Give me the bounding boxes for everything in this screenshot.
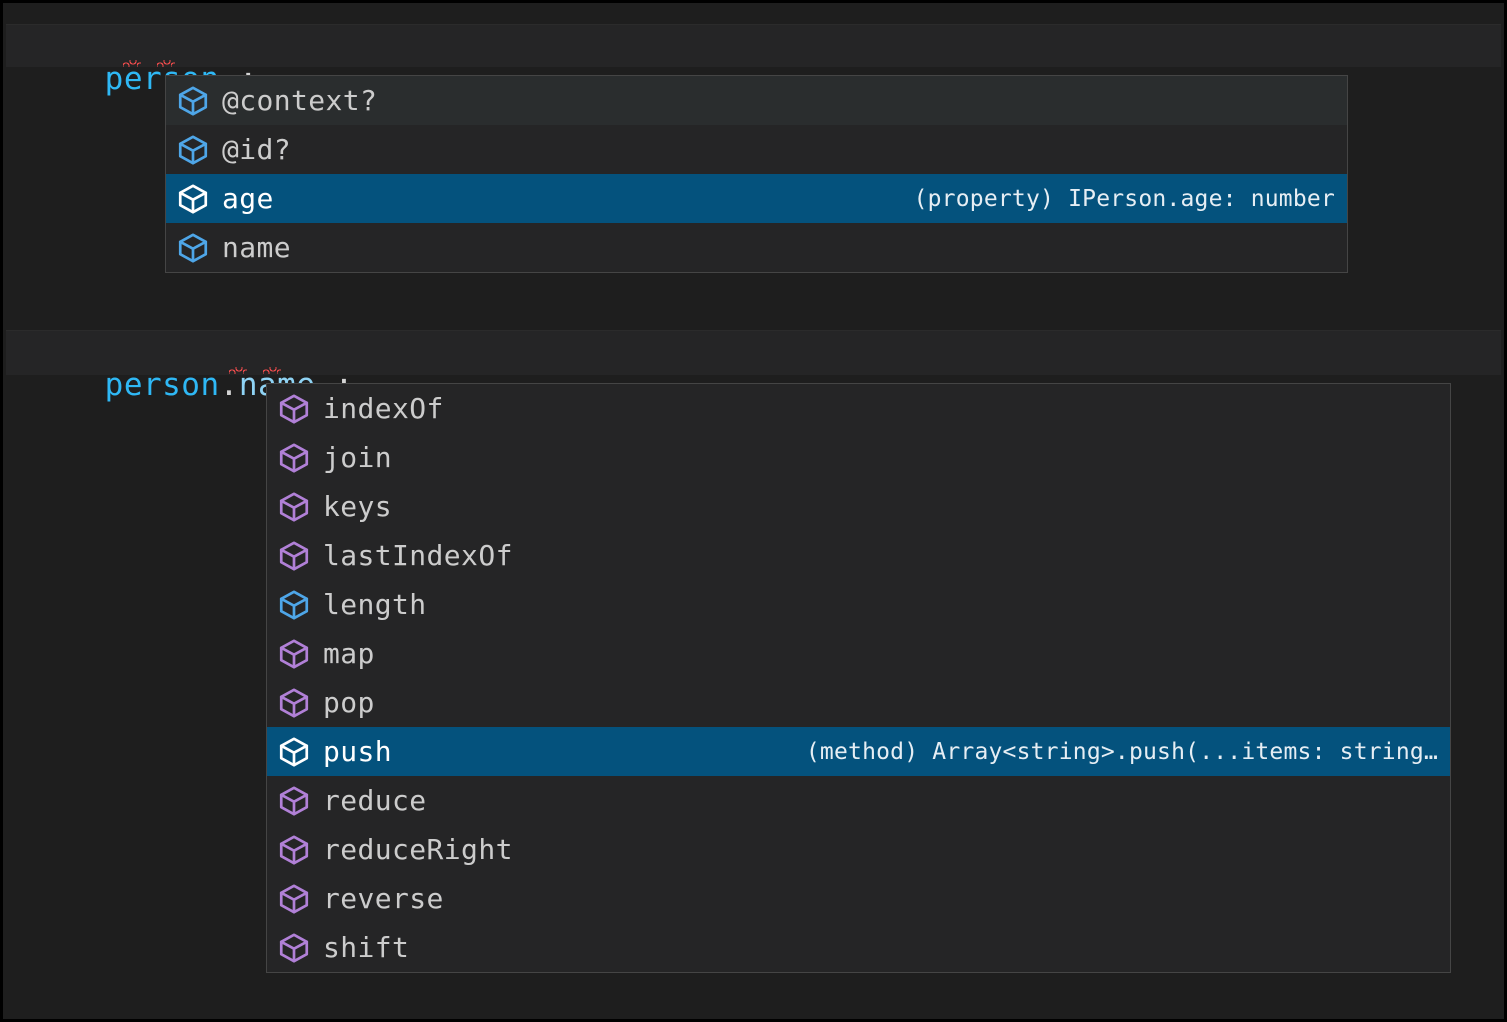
suggestion-item[interactable]: map <box>267 629 1450 678</box>
suggestion-item[interactable]: join <box>267 433 1450 482</box>
method-cube-icon <box>279 540 309 571</box>
suggestion-item[interactable]: keys <box>267 482 1450 531</box>
suggestion-item-label: reduceRight <box>323 832 513 866</box>
suggestion-item-label: pop <box>323 685 375 719</box>
error-squiggle-line2-dot <box>229 367 247 374</box>
suggestion-item-label: push <box>323 734 393 768</box>
method-cube-icon <box>279 638 309 669</box>
suggestion-item[interactable]: length <box>267 580 1450 629</box>
suggestion-item-label: map <box>323 636 375 670</box>
suggestion-item[interactable]: shift <box>267 923 1450 972</box>
suggestion-item[interactable]: @context? <box>166 76 1347 125</box>
suggestion-item[interactable]: reduce <box>267 776 1450 825</box>
suggestion-item[interactable]: age (property) IPerson.age: number <box>166 174 1347 223</box>
method-cube-icon <box>279 932 309 963</box>
property-cube-icon <box>279 589 309 620</box>
suggestion-popup-person[interactable]: @context? @id? age (property) IPerson.age: … <box>165 75 1348 273</box>
error-squiggle-line2-semicolon <box>263 367 281 374</box>
property-cube-icon <box>178 85 208 116</box>
suggestion-item[interactable]: name <box>166 223 1347 272</box>
error-squiggle-line1-semicolon <box>157 60 175 67</box>
method-cube-icon <box>279 736 309 767</box>
suggestion-item[interactable]: @id? <box>166 125 1347 174</box>
method-cube-icon <box>279 442 309 473</box>
suggestion-item[interactable]: reverse <box>267 874 1450 923</box>
suggestion-item-label: shift <box>323 930 410 964</box>
method-cube-icon <box>279 883 309 914</box>
code-band-1 <box>6 25 1501 67</box>
suggestion-item-detail: (method) Array<string>.push(...items: st… <box>805 738 1438 765</box>
method-cube-icon <box>279 687 309 718</box>
suggestion-item[interactable]: pop <box>267 678 1450 727</box>
top-divider <box>6 24 1501 25</box>
suggestion-item[interactable]: reduceRight <box>267 825 1450 874</box>
suggestion-item-label: length <box>323 587 427 621</box>
suggestion-popup-array[interactable]: indexOf join keys lastIndexOf length map pop pu… <box>266 383 1451 973</box>
error-squiggle-line1-dot <box>123 60 141 67</box>
property-cube-icon <box>178 183 208 214</box>
suggestion-item-label: indexOf <box>323 391 444 425</box>
suggestion-item[interactable]: push (method) Array<string>.push(...items… <box>267 727 1450 776</box>
suggestion-item-label: reduce <box>323 783 427 817</box>
suggestion-item-label: lastIndexOf <box>323 538 513 572</box>
suggestion-item[interactable]: indexOf <box>267 384 1450 433</box>
suggestion-item-label: join <box>323 440 393 474</box>
method-cube-icon <box>279 491 309 522</box>
property-cube-icon <box>178 232 208 263</box>
method-cube-icon <box>279 834 309 865</box>
code-token-dot-2a: . <box>219 367 239 403</box>
suggestion-item[interactable]: lastIndexOf <box>267 531 1450 580</box>
suggestion-item-label: age <box>222 181 274 215</box>
suggestion-item-label: keys <box>323 489 393 523</box>
suggestion-item-label: @id? <box>222 132 292 166</box>
method-cube-icon <box>279 785 309 816</box>
suggestion-item-label: name <box>222 230 292 264</box>
method-cube-icon <box>279 393 309 424</box>
mid-divider <box>6 330 1501 331</box>
code-band-2 <box>6 331 1501 375</box>
property-cube-icon <box>178 134 208 165</box>
suggestion-item-label: reverse <box>323 881 444 915</box>
suggestion-item-detail: (property) IPerson.age: number <box>913 185 1335 212</box>
code-token-variable-2: person <box>104 367 220 403</box>
suggestion-item-label: @context? <box>222 83 378 117</box>
